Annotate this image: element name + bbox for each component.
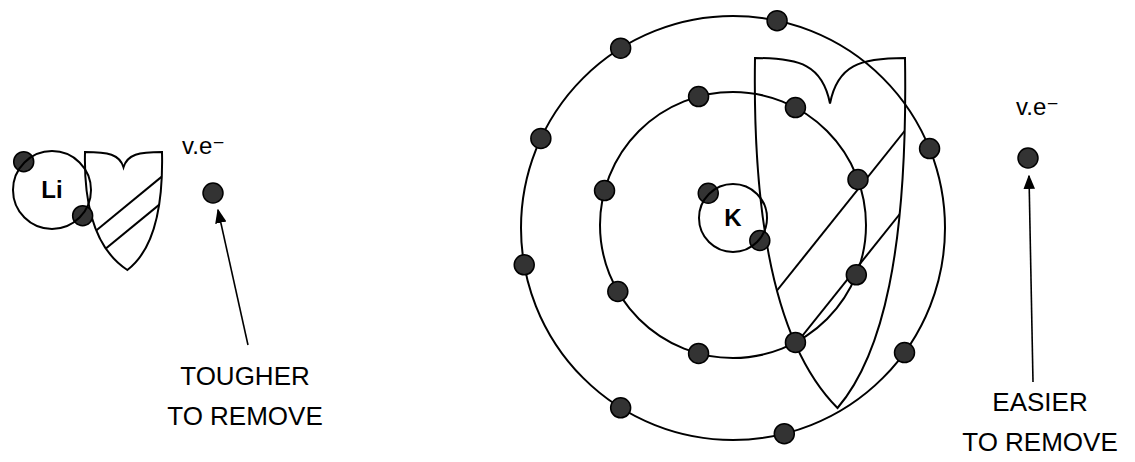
electron [774, 424, 794, 444]
electron [1018, 148, 1038, 168]
electron [595, 181, 615, 201]
nucleus-circle: Li [12, 150, 92, 230]
electron [920, 139, 940, 159]
leader-arrow [1029, 176, 1033, 382]
electron [514, 255, 534, 275]
shield-hatch [70, 164, 178, 278]
electron [895, 343, 915, 363]
callout-note: EASIER TO REMOVE [950, 382, 1130, 462]
electron [848, 170, 868, 190]
electron [611, 398, 631, 418]
nucleus-ring [699, 184, 767, 252]
shield-hatch [725, 93, 935, 433]
callout-note: TOUGHER TO REMOVE [160, 356, 330, 436]
nucleus-ring [13, 151, 91, 229]
valence-electron-label: v.e⁻ [182, 132, 225, 161]
valence-electron-label: v.e⁻ [1016, 93, 1059, 122]
electron [531, 128, 551, 148]
element-symbol: Li [41, 178, 62, 202]
electron [689, 343, 709, 363]
hatch-line [725, 93, 935, 356]
shield [725, 58, 935, 433]
shield-outline [755, 58, 905, 408]
electron [689, 87, 709, 107]
electron-shell [521, 16, 945, 440]
hatch-line [725, 170, 935, 433]
electron [846, 265, 866, 285]
nucleus-circle: K [698, 183, 768, 253]
electron [203, 183, 223, 203]
electron [611, 38, 631, 58]
electron [785, 332, 805, 352]
element-symbol: K [724, 206, 741, 230]
electron [767, 11, 787, 31]
leader-arrow [218, 210, 248, 345]
hatch-line [70, 190, 178, 279]
electron [608, 282, 628, 302]
electron [785, 98, 805, 118]
electron [750, 230, 770, 250]
